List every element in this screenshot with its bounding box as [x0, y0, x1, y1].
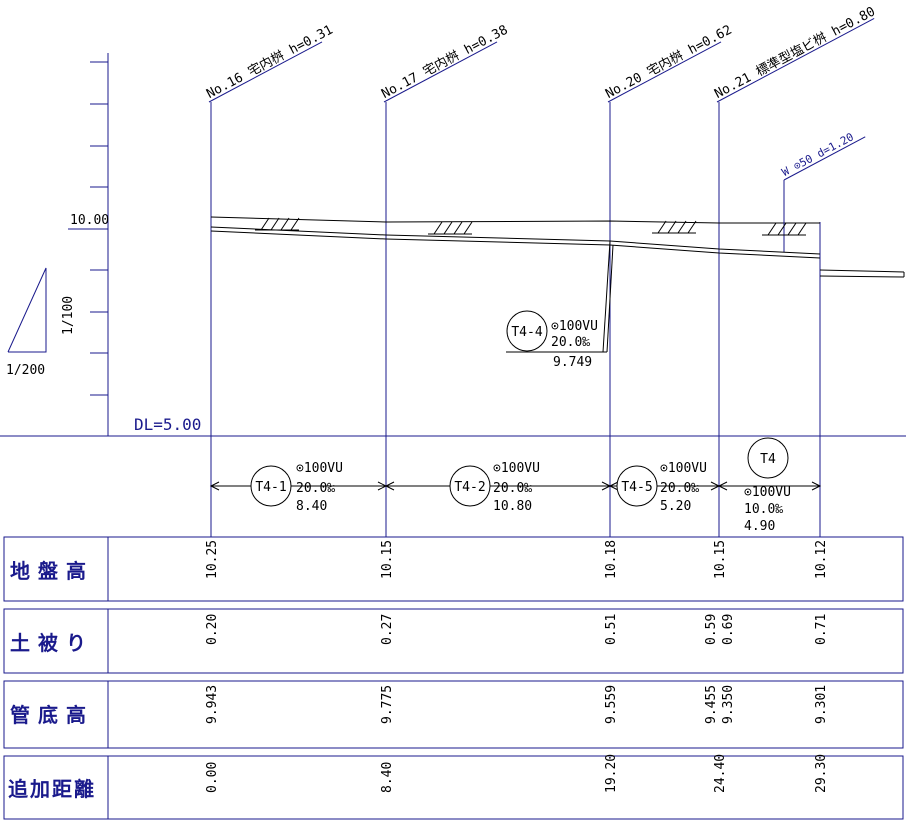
row-label-invert: 管底高	[10, 703, 94, 727]
pipe-slope: 10.0‰	[744, 502, 783, 517]
pipe-section: T4-5 ⊙100VU 20.0‰ 5.20	[616, 461, 707, 514]
cover-value: 0.71	[814, 614, 829, 645]
ground-value: 10.25	[205, 540, 220, 579]
pipe-slope: 20.0‰	[296, 481, 335, 496]
pipe-slope: 20.0‰	[551, 335, 590, 350]
row-label-ground: 地盤高	[10, 559, 94, 583]
pipe-slope: 20.0‰	[660, 481, 699, 496]
station-headers: No.16 宅内桝 h=0.31 No.17 宅内桝 h=0.38 No.20 …	[204, 3, 878, 181]
pipe-spec: ⊙100VU	[551, 319, 598, 334]
ground-hatching	[255, 217, 807, 236]
pipe-length: 9.749	[553, 355, 592, 370]
horizontal-scale-label: 1/200	[6, 363, 45, 378]
level-label: 10.00	[70, 213, 109, 228]
cover-value: 0.69	[721, 614, 736, 645]
pipe-section: T4-1 ⊙100VU 20.0‰ 8.40	[250, 461, 343, 514]
cover-value: 0.51	[604, 614, 619, 645]
distance-value: 19.20	[604, 754, 619, 793]
ground-value: 10.15	[380, 540, 395, 579]
distance-value: 24.40	[713, 754, 728, 793]
pipe-id: T4	[760, 452, 776, 467]
pipe-spec: ⊙100VU	[744, 485, 791, 500]
cover-value: 0.27	[380, 614, 395, 645]
cover-value: 0.20	[205, 614, 220, 645]
invert-value: 9.350	[721, 685, 736, 724]
invert-value: 9.559	[604, 685, 619, 724]
scale-triangle	[7, 267, 47, 353]
pipe-length: 4.90	[744, 519, 775, 534]
pipe-section: T4 ⊙100VU 10.0‰ 4.90	[744, 437, 791, 534]
pipe-length: 5.20	[660, 499, 691, 514]
ground-values: 10.25 10.15 10.18 10.15 10.12	[205, 540, 829, 579]
ground-value: 10.15	[713, 540, 728, 579]
pipe-slope: 20.0‰	[493, 481, 532, 496]
pipe-spec: ⊙100VU	[296, 461, 343, 476]
distance-value: 0.00	[205, 762, 220, 793]
distance-value: 8.40	[380, 762, 395, 793]
ground-value: 10.18	[604, 540, 619, 579]
data-table	[3, 536, 904, 820]
cover-value: 0.59	[704, 614, 719, 645]
pipe-id: T4-4	[511, 325, 542, 340]
station-label: No.16 宅内桝 h=0.31	[204, 22, 336, 102]
invert-value: 9.943	[205, 685, 220, 724]
invert-value: 9.775	[380, 685, 395, 724]
invert-value: 9.455	[704, 685, 719, 724]
dimension-line	[209, 481, 822, 491]
distance-value: 29.30	[814, 754, 829, 793]
ground-value: 10.12	[814, 540, 829, 579]
pipe-length: 10.80	[493, 499, 532, 514]
branch-pipe-callout: T4-4 ⊙100VU 20.0‰ 9.749	[506, 310, 598, 370]
pipe-spec: ⊙100VU	[660, 461, 707, 476]
station-label: No.21 標準型塩ビ桝 h=0.80	[712, 3, 878, 102]
row-label-cover: 土被り	[10, 631, 94, 655]
ground-line	[210, 180, 820, 252]
datum-label: DL=5.00	[134, 415, 201, 434]
pipe-profile	[210, 226, 905, 353]
pipe-spec: ⊙100VU	[493, 461, 540, 476]
station-lines	[210, 102, 821, 537]
branch-label: W ⊙50 d=1.20	[780, 130, 856, 179]
pipe-id: T4-5	[621, 480, 652, 495]
invert-values: 9.943 9.775 9.559 9.455 9.350 9.301	[205, 685, 829, 724]
row-label-distance: 追加距離	[8, 777, 96, 801]
invert-value: 9.301	[814, 685, 829, 724]
pipe-length: 8.40	[296, 499, 327, 514]
pipe-id: T4-1	[255, 480, 286, 495]
distance-values: 0.00 8.40 19.20 24.40 29.30	[205, 754, 829, 793]
station-label: No.17 宅内桝 h=0.38	[379, 22, 511, 102]
vertical-scale-label: 1/100	[61, 296, 76, 335]
cover-values: 0.20 0.27 0.51 0.59 0.69 0.71	[205, 614, 829, 645]
pipe-section: T4-2 ⊙100VU 20.0‰ 10.80	[449, 461, 540, 514]
elevation-axis	[68, 53, 109, 436]
pipe-id: T4-2	[454, 480, 485, 495]
